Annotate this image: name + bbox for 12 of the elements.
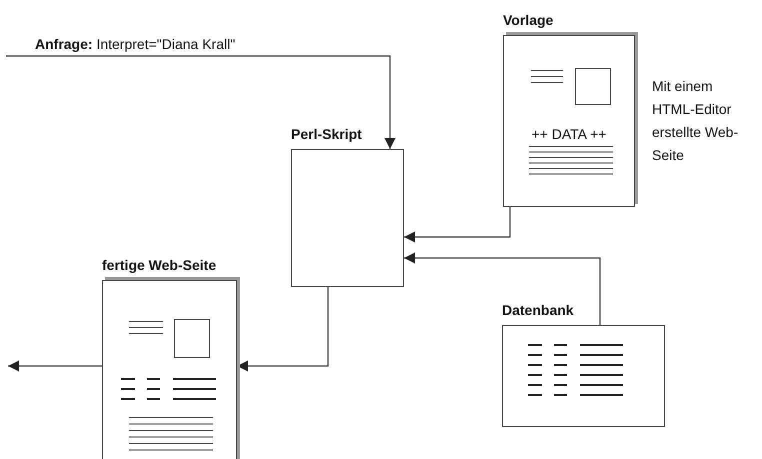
arrow bbox=[404, 207, 511, 242]
placeholder-text: ++ DATA ++ bbox=[530, 126, 608, 142]
arrow bbox=[237, 287, 329, 372]
edge-label: Anfrage: Interpret="Diana Krall" bbox=[35, 36, 236, 52]
node-heading: Datenbank bbox=[502, 302, 574, 318]
node-heading: Vorlage bbox=[503, 12, 554, 28]
arrow bbox=[6, 55, 396, 149]
node-heading: Perl-Skript bbox=[291, 126, 362, 142]
arrow bbox=[404, 252, 601, 325]
node-heading: fertige Web-Seite bbox=[102, 257, 216, 273]
side-note: Mit einem HTML-Editor erstellte Web-Seite bbox=[652, 77, 740, 165]
arrow bbox=[8, 360, 102, 372]
